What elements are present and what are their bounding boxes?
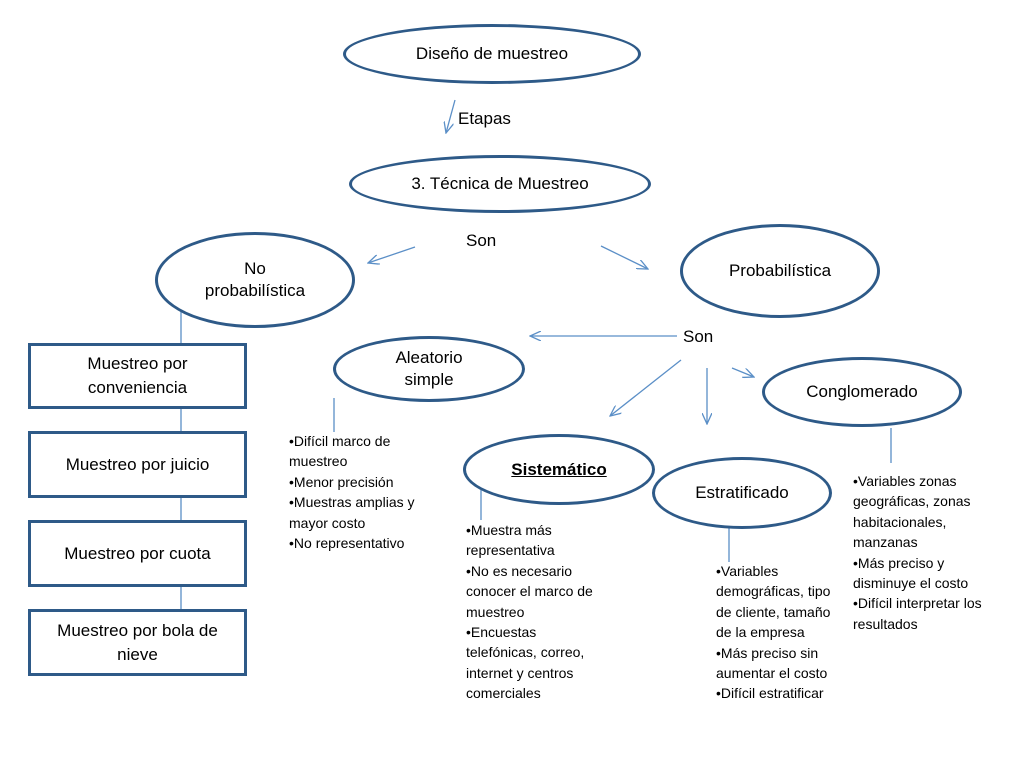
arrow-to-probabilistica	[600, 245, 648, 269]
note-item: •No es necesario conocer el marco de mue…	[466, 562, 593, 620]
note-item: •Encuestas telefónicas, correo, internet…	[466, 624, 585, 702]
sistematico-node: Sistemático	[463, 434, 655, 505]
arrow-etapas	[446, 99, 456, 133]
note-item: •Muestra más representativa	[466, 522, 555, 559]
note-item: •Difícil marco de muestreo	[289, 433, 391, 470]
note-item: •Muestras amplias y mayor costo	[289, 494, 415, 531]
note-item: •No representativo	[289, 535, 405, 552]
note-item: •Difícil interpretar los resultados	[853, 595, 982, 632]
conglomerado-node: Conglomerado	[762, 357, 962, 427]
son-label-top: Son	[466, 231, 497, 250]
note-item: •Menor precisión	[289, 473, 394, 490]
method-box-cuota: Muestreo por cuota	[28, 520, 247, 587]
diseno-de-muestreo-node: Diseño de muestreo	[343, 24, 641, 84]
method-box-conveniencia: Muestreo por conveniencia	[28, 343, 247, 409]
sistematico-label: Sistemático	[511, 459, 607, 479]
sistematico-notes: •Muestra más representativa •No es neces…	[466, 520, 598, 704]
note-item: •Variables demográficas, tipo de cliente…	[716, 563, 831, 641]
arrow-to-sistematico	[610, 359, 682, 416]
probabilistica-node: Probabilística	[680, 224, 880, 318]
aleatorio-notes: •Difícil marco de muestreo •Menor precis…	[289, 431, 419, 553]
note-item: •Difícil estratificar	[716, 685, 824, 702]
etapas-label: Etapas	[458, 109, 511, 128]
note-item: •Más preciso y disminuye el costo	[853, 554, 969, 592]
note-item: •Variables zonas geográficas, zonas habi…	[853, 473, 971, 551]
aleatorio-simple-node: Aleatorio simple	[333, 336, 525, 402]
method-box-bola-de-nieve: Muestreo por bola de nieve	[28, 609, 247, 676]
son-label-mid: Son	[683, 327, 714, 346]
arrow-to-conglomerado	[731, 367, 754, 377]
tecnica-de-muestreo-node: 3. Técnica de Muestreo	[349, 155, 651, 213]
estratificado-notes: •Variables demográficas, tipo de cliente…	[716, 561, 844, 704]
no-probabilistica-node: No probabilística	[155, 232, 355, 328]
conglomerado-notes: •Variables zonas geográficas, zonas habi…	[853, 471, 983, 634]
method-box-juicio: Muestreo por juicio	[28, 431, 247, 498]
note-item: •Más preciso sin aumentar el costo	[716, 644, 828, 682]
arrow-to-no-probabilistica	[368, 246, 416, 263]
estratificado-node: Estratificado	[652, 457, 832, 529]
